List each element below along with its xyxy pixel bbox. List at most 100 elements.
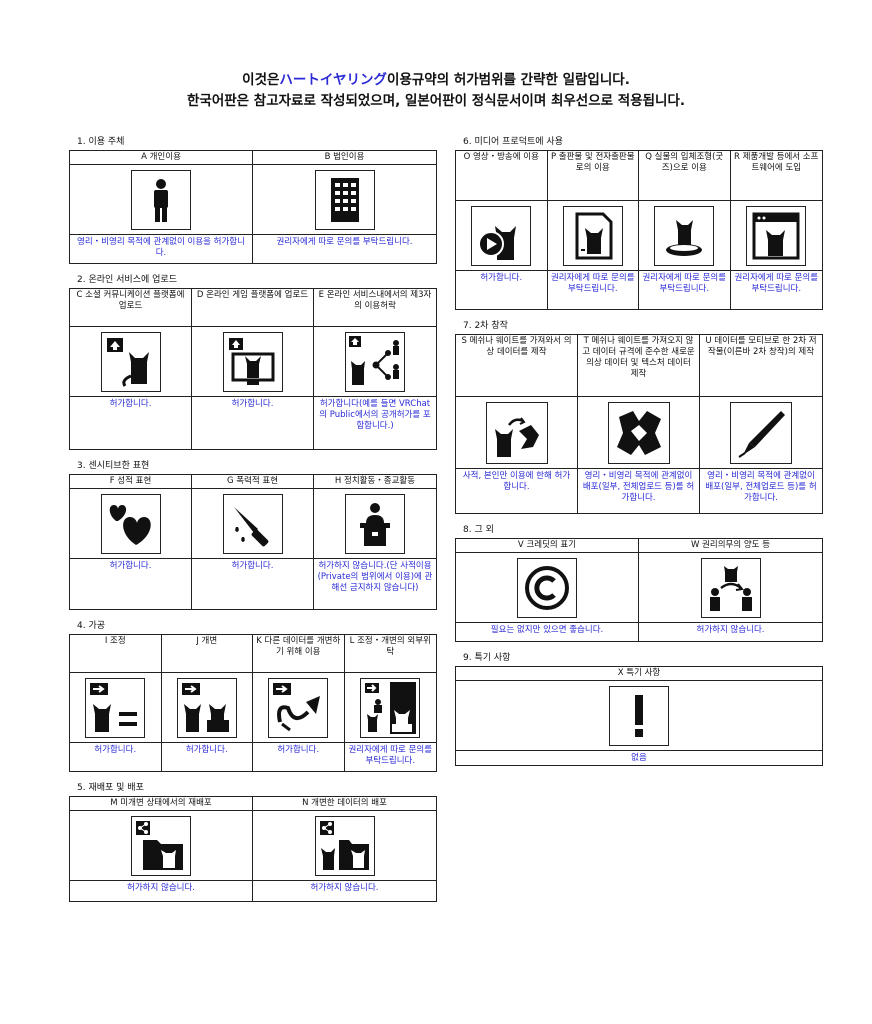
section-table: A 개인이용 영리・비영리 목적에 관계없이 이용을 허가합니다. B 법인이용… [69, 150, 437, 264]
cell-label: R 제품개발 등에서 소프트웨어에 도입 [730, 151, 822, 201]
cell-k-extract: K 다른 데이터를 개변하기 위해 이용 허가합니다. [253, 635, 345, 771]
cell-e-third-party: E 온라인 서비스내에서의 제3자의 이용허락 허가합니다(예를 들면 VRCh… [314, 289, 436, 449]
figure-icon [654, 205, 715, 266]
section-title: 6. 미디어 프로덕트에 사용 [463, 137, 563, 147]
cell-f-sexual: F 성적 표현 허가합니다. [70, 475, 192, 609]
cell-note: 권리자에게 따로 문의를 부탁드립니다. [276, 237, 413, 247]
cell-label: K 다른 데이터를 개변하기 위해 이용 [253, 635, 344, 673]
section-special-notes: 9. 특기 사항 X 특기 사항 없음 [455, 652, 823, 766]
cell-v-credit: V 크레딧의 표기 필요는 없지만 있으면 좋습니다. [456, 539, 639, 641]
cell-label: B 법인이용 [253, 151, 436, 165]
cell-note: 허가하지 않습니다. [127, 883, 195, 893]
cell-note: 허가하지 않습니다. [696, 625, 765, 635]
section-title: 7. 2차 창작 [463, 321, 508, 331]
cell-label: M 미개변 상태에서의 재배포 [70, 797, 252, 811]
cell-label: A 개인이용 [70, 151, 252, 165]
cell-a-personal: A 개인이용 영리・비영리 목적에 관계없이 이용을 허가합니다. [70, 151, 253, 263]
cell-w-transfer: W 권리의무의 양도 등 허가하지 않습니다. [639, 539, 822, 641]
section-sensitive: 3. 센시티브한 표현 F 성적 표현 허가합니다. G 폭력적 표현 [69, 460, 437, 610]
podium-icon [345, 493, 405, 554]
cell-note: 허가합니다. [277, 745, 320, 755]
cell-label: W 권리의무의 양도 등 [639, 539, 822, 553]
section-table: F 성적 표현 허가합니다. G 폭력적 표현 허가합니다. H 정 [69, 474, 437, 610]
transfer-icon [700, 557, 761, 618]
section-table: V 크레딧의 표기 필요는 없지만 있으면 좋습니다. W 권리의무의 양도 등… [455, 538, 823, 642]
cell-u-fanwork: U 데이터를 모티브로 한 2차 저작물(이른바 2차 창작)의 제작 영리・비… [700, 335, 822, 513]
cell-label: J 개변 [161, 635, 252, 673]
outsource-icon [360, 677, 421, 738]
cell-p-publication: P 출판물 및 전자출판물로의 이용 권리자에게 따로 문의를 부탁드립니다. [547, 151, 639, 309]
cell-note: 허가합니다. [94, 745, 137, 755]
section-table: M 미개변 상태에서의 재배포 허가하지 않습니다. N 개변한 데이터의 배포… [69, 796, 437, 902]
copyright-icon [517, 557, 577, 618]
cell-n-modified: N 개변한 데이터의 배포 허가하지 않습니다. [253, 797, 436, 901]
section-title: 3. 센시티브한 표현 [77, 461, 150, 471]
right-column: 6. 미디어 프로덕트에 사용 O 영상・방송에 이용 허가합니다. P 출판물… [455, 136, 823, 766]
cell-j-modify: J 개변 허가합니다. [161, 635, 253, 771]
cell-label: O 영상・방송에 이용 [456, 151, 547, 201]
cell-o-video: O 영상・방송에 이용 허가합니다. [456, 151, 548, 309]
section-table: X 특기 사항 없음 [455, 666, 823, 766]
cell-label: L 조정・개변의 외부위탁 [344, 635, 436, 673]
cell-note: 허가합니다. [109, 561, 152, 571]
cell-note: 허가합니다. [231, 399, 274, 409]
cell-q-goods: Q 실물의 입체조형(굿즈)으로 이용 권리자에게 따로 문의를 부탁드립니다. [639, 151, 731, 309]
header-line-2: 한국어판은 참고자료로 작성되었으며, 일본어판이 정식문서이며 최우선으로 적… [187, 93, 685, 109]
cell-label: N 개변한 데이터의 배포 [253, 797, 436, 811]
cell-note: 영리・비영리 목적에 관계없이 배포(일부, 전체업로드 등)를 허가합니다. [705, 471, 817, 503]
cell-g-violent: G 폭력적 표현 허가합니다. [192, 475, 314, 609]
cell-label: C 소셜 커뮤니케이션 플랫폼에 업로드 [70, 289, 191, 327]
brand-name: ハートイヤリング [279, 72, 388, 88]
cell-label: U 데이터를 모티브로 한 2차 저작물(이른바 2차 창작)의 제작 [700, 335, 822, 397]
cell-label: I 조정 [70, 635, 161, 673]
cell-label: Q 실물의 입체조형(굿즈)으로 이용 [639, 151, 730, 201]
cell-label: S 메쉬나 웨이트를 가져와서 의상 데이터를 제작 [456, 335, 577, 397]
share-cat-people-icon [345, 331, 405, 392]
section-usage-subject: 1. 이용 주체 A 개인이용 영리・비영리 목적에 관계없이 이용을 허가합니… [69, 136, 437, 264]
cell-note: 없음 [631, 753, 647, 763]
cell-note: 허가하지 않습니다. [310, 883, 379, 893]
software-icon [746, 205, 807, 266]
cell-t-new-clothes: T 메쉬나 웨이트를 가져오지 않고 데이터 규격에 준수한 새로운 의상 데이… [578, 335, 700, 513]
cell-label: G 폭력적 표현 [192, 475, 313, 489]
cell-d-game-upload: D 온라인 게임 플랫폼에 업로드 허가합니다. [192, 289, 314, 449]
cell-note: 허가합니다. [231, 561, 274, 571]
person-icon [131, 169, 191, 230]
section-media: 6. 미디어 프로덕트에 사용 O 영상・방송에 이용 허가합니다. P 출판물… [455, 136, 823, 310]
video-icon [471, 205, 532, 266]
cell-label: P 출판물 및 전자출판물로의 이용 [547, 151, 638, 201]
share-folder-modified-icon [314, 815, 375, 876]
section-redistribution: 5. 재배포 및 배포 M 미개변 상태에서의 재배포 허가하지 않습니다. N… [69, 782, 437, 902]
cell-r-software: R 제품개발 등에서 소프트웨어에 도입 권리자에게 따로 문의를 부탁드립니다… [730, 151, 822, 309]
cell-note: 허가합니다(예를 들면 VRChat의 Public에서의 공개허가를 포함합니… [319, 399, 431, 431]
cell-label: H 정치활동・종교활동 [314, 475, 436, 489]
modify-icon [176, 677, 237, 738]
section-online-upload: 2. 온라인 서비스에 업로드 C 소셜 커뮤니케이션 플랫폼에 업로드 허가합… [69, 274, 437, 450]
cell-note: 허가합니다. [185, 745, 228, 755]
cell-s-clothes-from-mesh: S 메쉬나 웨이트를 가져와서 의상 데이터를 제작 사적, 본인만 이용에 한… [456, 335, 578, 513]
section-table: I 조정 허가합니다. J 개변 허가합니다. K 다른 데이터를 [69, 634, 437, 772]
book-icon [562, 205, 623, 266]
pen-icon [730, 401, 792, 464]
upload-cat-icon [100, 331, 161, 392]
cell-note: 허가합니다. [109, 399, 152, 409]
section-table: O 영상・방송에 이용 허가합니다. P 출판물 및 전자출판물로의 이용 권리… [455, 150, 823, 310]
cell-note: 허가합니다. [480, 273, 523, 283]
section-other: 8. 그 외 V 크레딧의 표기 필요는 없지만 있으면 좋습니다. W 권리의… [455, 524, 823, 642]
cell-label: D 온라인 게임 플랫폼에 업로드 [192, 289, 313, 327]
adjust-icon [85, 677, 146, 738]
cell-note: 사적, 본인만 이용에 한해 허가합니다. [462, 471, 571, 492]
section-table: S 메쉬나 웨이트를 가져와서 의상 데이터를 제작 사적, 본인만 이용에 한… [455, 334, 823, 514]
cell-note: 필요는 없지만 있으면 좋습니다. [490, 625, 604, 635]
cell-x-special: X 특기 사항 없음 [456, 667, 822, 765]
share-folder-icon [131, 815, 191, 876]
left-column: 1. 이용 주체 A 개인이용 영리・비영리 목적에 관계없이 이용을 허가합니… [69, 136, 437, 902]
cell-note: 권리자에게 따로 문의를 부탁드립니다. [734, 273, 819, 294]
cell-note: 허가하지 않습니다.(단 사적이용(Private의 범위에서 이용)에 관해선… [317, 561, 433, 593]
page-header: 이것은ハートイヤリング이용규약의 허가범위를 간략한 일람입니다. 한국어판은 … [0, 70, 872, 112]
cell-label: X 특기 사항 [456, 667, 822, 681]
section-table: C 소셜 커뮤니케이션 플랫폼에 업로드 허가합니다. D 온라인 게임 플랫폼… [69, 288, 437, 450]
section-title: 5. 재배포 및 배포 [77, 783, 144, 793]
cell-label: T 메쉬나 웨이트를 가져오지 않고 데이터 규격에 준수한 새로운 의상 데이… [578, 335, 699, 397]
cat-cloth-icon [485, 401, 548, 464]
